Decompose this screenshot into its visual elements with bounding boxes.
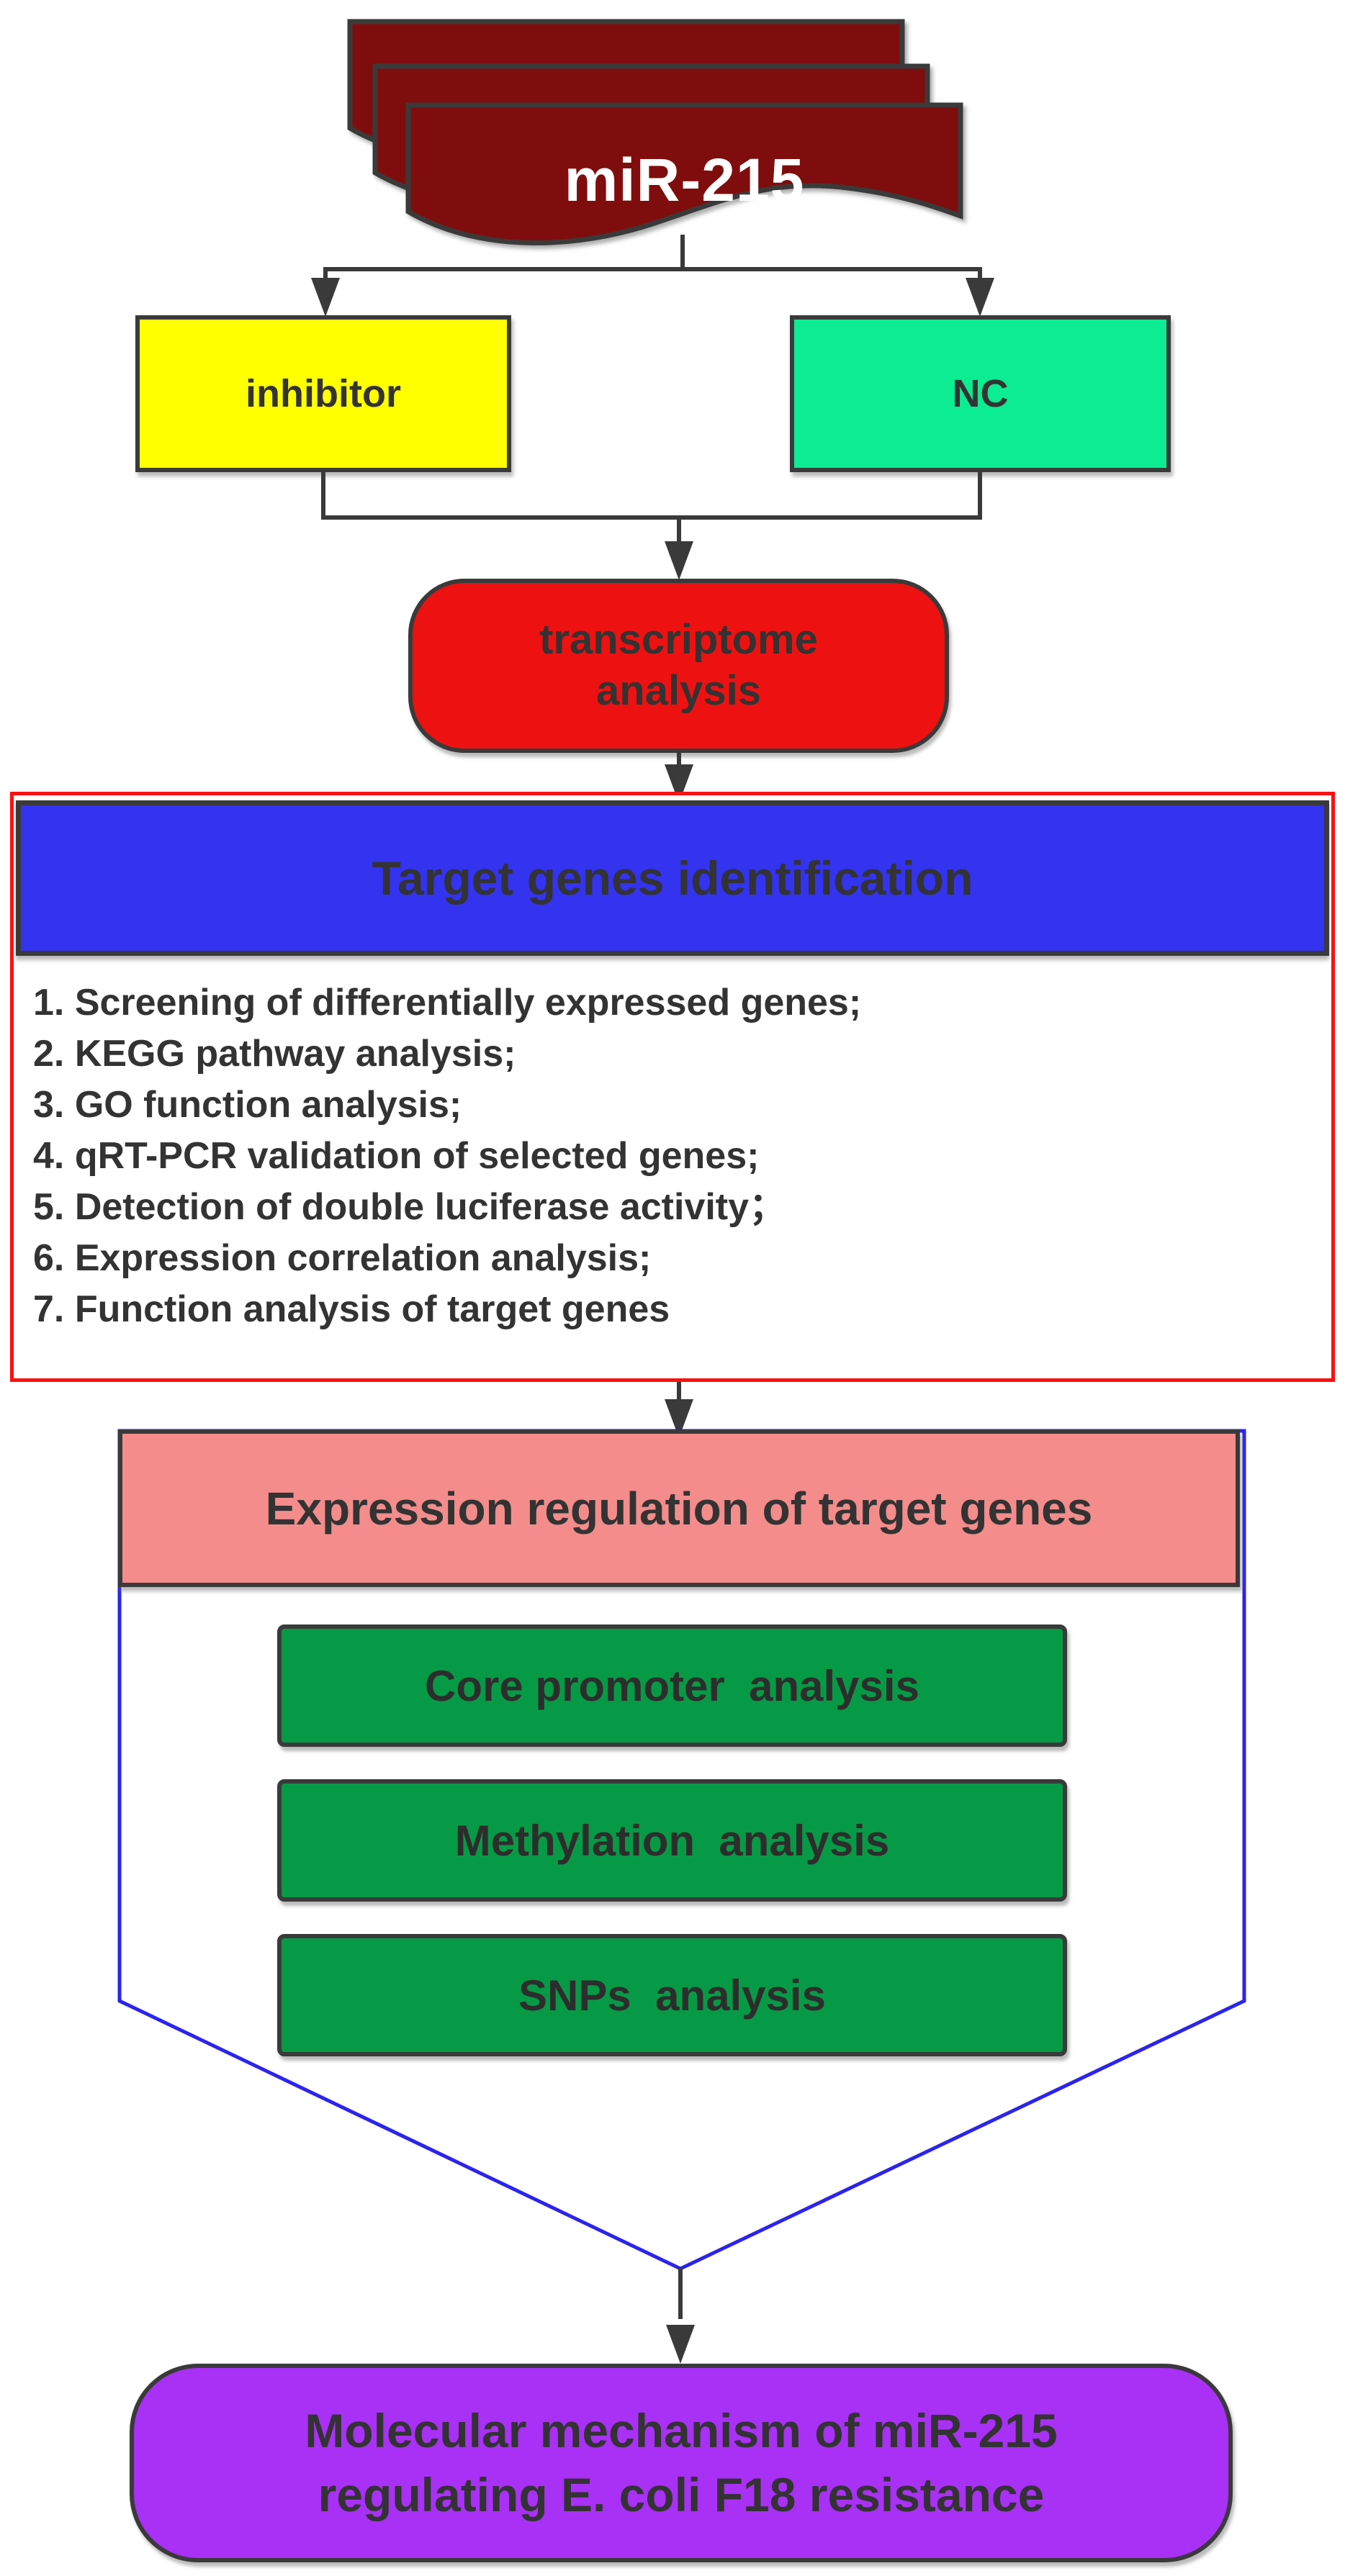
identification-title: Target genes identification xyxy=(372,851,973,905)
regulation-header: Expression regulation of target genes xyxy=(118,1429,1240,1587)
outcome-line1: Molecular mechanism of miR-215 xyxy=(305,2403,1058,2457)
regulation-title: Expression regulation of target genes xyxy=(265,1482,1093,1535)
identification-header: Target genes identification xyxy=(16,800,1329,956)
connector-join-stem xyxy=(677,515,681,546)
snps-label: SNPs analysis xyxy=(518,1971,826,2020)
connector-inhibitor-down xyxy=(321,472,325,520)
mir215-doc-front xyxy=(405,102,963,245)
transcriptome-label-line1: transcriptome xyxy=(539,616,818,664)
connector-nc-down xyxy=(978,472,982,520)
connector-funnel-stem xyxy=(678,2267,683,2319)
mir215-label: miR-215 xyxy=(564,145,805,214)
list-item: 1. Screening of differentially expressed… xyxy=(33,982,862,1023)
connector-split-left-stub xyxy=(323,267,328,283)
outcome-line2: regulating E. coli F18 resistance xyxy=(318,2468,1045,2521)
connector-source-stem xyxy=(680,235,685,270)
list-item: 4. qRT-PCR validation of selected genes; xyxy=(33,1135,760,1177)
transcriptome-label-line2: analysis xyxy=(596,667,761,714)
arrow-into-nc xyxy=(966,278,994,317)
connector-transcriptome-down xyxy=(677,753,681,770)
methylation-label: Methylation analysis xyxy=(454,1816,890,1865)
nc-box: NC xyxy=(790,315,1171,472)
identification-list: 1. Screening of differentially expressed… xyxy=(33,977,1315,1335)
inhibitor-box: inhibitor xyxy=(135,315,511,472)
inhibitor-label: inhibitor xyxy=(246,372,401,415)
connector-identification-down xyxy=(677,1382,681,1405)
core-promoter-label: Core promoter analysis xyxy=(425,1661,919,1710)
list-item: 2. KEGG pathway analysis; xyxy=(33,1033,516,1075)
list-item: 3. GO function analysis; xyxy=(33,1084,462,1126)
core-promoter-box: Core promoter analysis xyxy=(277,1624,1067,1747)
arrow-into-outcome xyxy=(666,2325,695,2364)
snps-box: SNPs analysis xyxy=(277,1934,1067,2056)
list-item: 7. Function analysis of target genes xyxy=(33,1288,670,1330)
connector-join-bar xyxy=(321,515,982,520)
connector-split-right-stub xyxy=(978,267,982,283)
list-item: 5. Detection of double luciferase activi… xyxy=(33,1186,787,1228)
outcome-box: Molecular mechanism of miR-215 regulatin… xyxy=(130,2364,1233,2562)
arrow-into-transcriptome xyxy=(665,541,693,580)
connector-split-bar xyxy=(323,267,982,271)
arrow-into-inhibitor xyxy=(311,278,340,317)
nc-label: NC xyxy=(952,372,1009,415)
methylation-box: Methylation analysis xyxy=(277,1779,1067,1902)
list-item: 6. Expression correlation analysis; xyxy=(33,1237,652,1279)
transcriptome-box: transcriptome analysis xyxy=(408,579,949,753)
